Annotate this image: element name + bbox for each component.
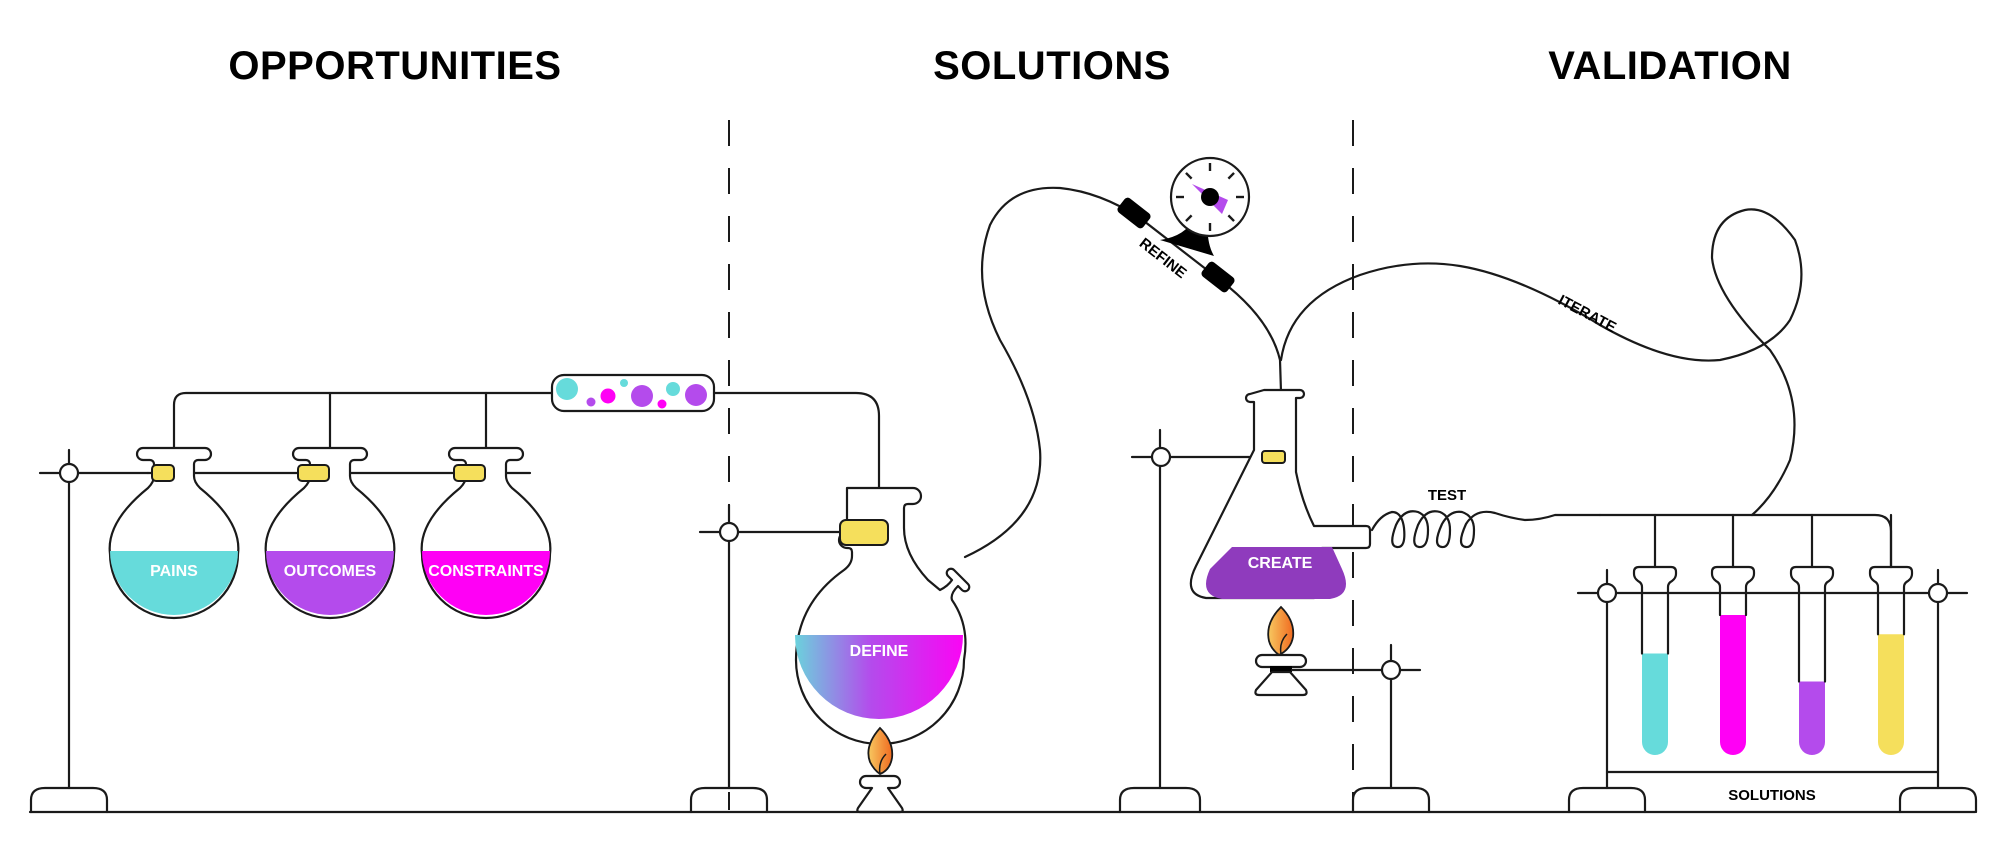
flask-pains: PAINS [108,446,240,620]
ring-stand-2 [689,503,844,814]
ring-stand-4 [1290,643,1431,814]
test-coil [1370,510,1602,549]
section-title-solutions: SOLUTIONS [933,44,1171,88]
gauge-tick [1227,172,1235,180]
burner-create [1254,605,1308,697]
test-tube [1710,513,1756,755]
gauge-tick [1185,214,1193,222]
flask-label-pains: PAINS [150,563,198,580]
constraints-liquid [422,551,550,615]
section-title-opportunities: OPPORTUNITIES [228,44,561,88]
bubble [600,388,616,404]
gauge-tick [1185,172,1193,180]
flask-label-create: CREATE [1248,555,1313,572]
distribution-rail [1598,513,1893,569]
test-tube [1868,513,1914,755]
tube-liquid [1878,634,1904,755]
flask-define: DEFINE [794,486,971,746]
stand-ring-4 [1380,659,1402,681]
rack-label: SOLUTIONS [1728,787,1816,804]
test-tube-rack: SOLUTIONS [1567,568,1978,814]
tube-liquid [1799,681,1825,755]
iterate-tube [1279,208,1803,517]
test-tube [1789,513,1835,755]
flask-clamp [453,464,486,482]
flask-clamp [839,519,889,546]
bubble [631,385,653,407]
pains-liquid [110,551,238,615]
feed-tube [712,391,881,490]
bubble-tube [550,373,716,413]
stand-ring-3 [1150,446,1172,468]
bubble [620,379,628,387]
bubble [556,378,578,400]
tube-liquid [1642,653,1668,755]
flask-label-define: DEFINE [850,643,909,660]
rack-ring-right [1927,582,1949,604]
stand-ring-2 [718,521,740,543]
stand-ring-1 [58,462,80,484]
create-liquid [1206,547,1346,599]
bubble [657,399,667,409]
connector-label-iterate: ITERATE [1555,292,1619,337]
outcomes-liquid [266,551,394,615]
flask-clamp [151,464,175,482]
bubbles [556,378,707,409]
bubble [666,382,680,396]
tube-liquid [1720,615,1746,755]
ring-stand-3 [1118,428,1272,814]
burner-define [856,726,904,814]
manifold-tube [172,391,554,462]
bubble [586,397,596,407]
bubble [685,384,707,406]
flask-create: CREATE [1189,388,1372,600]
pressure-gauge-icon [1169,156,1251,238]
test-tubes [1632,513,1914,755]
flask-clamp [1261,450,1286,464]
rack-ring-left [1596,582,1618,604]
section-title-validation: VALIDATION [1548,44,1792,88]
connector-label-test: TEST [1428,487,1466,504]
flask-label-outcomes: OUTCOMES [284,563,377,580]
test-tube [1632,513,1678,755]
flask-clamp [297,464,330,482]
gauge-tick [1227,214,1235,222]
flask-label-constraints: CONSTRAINTS [428,563,544,580]
